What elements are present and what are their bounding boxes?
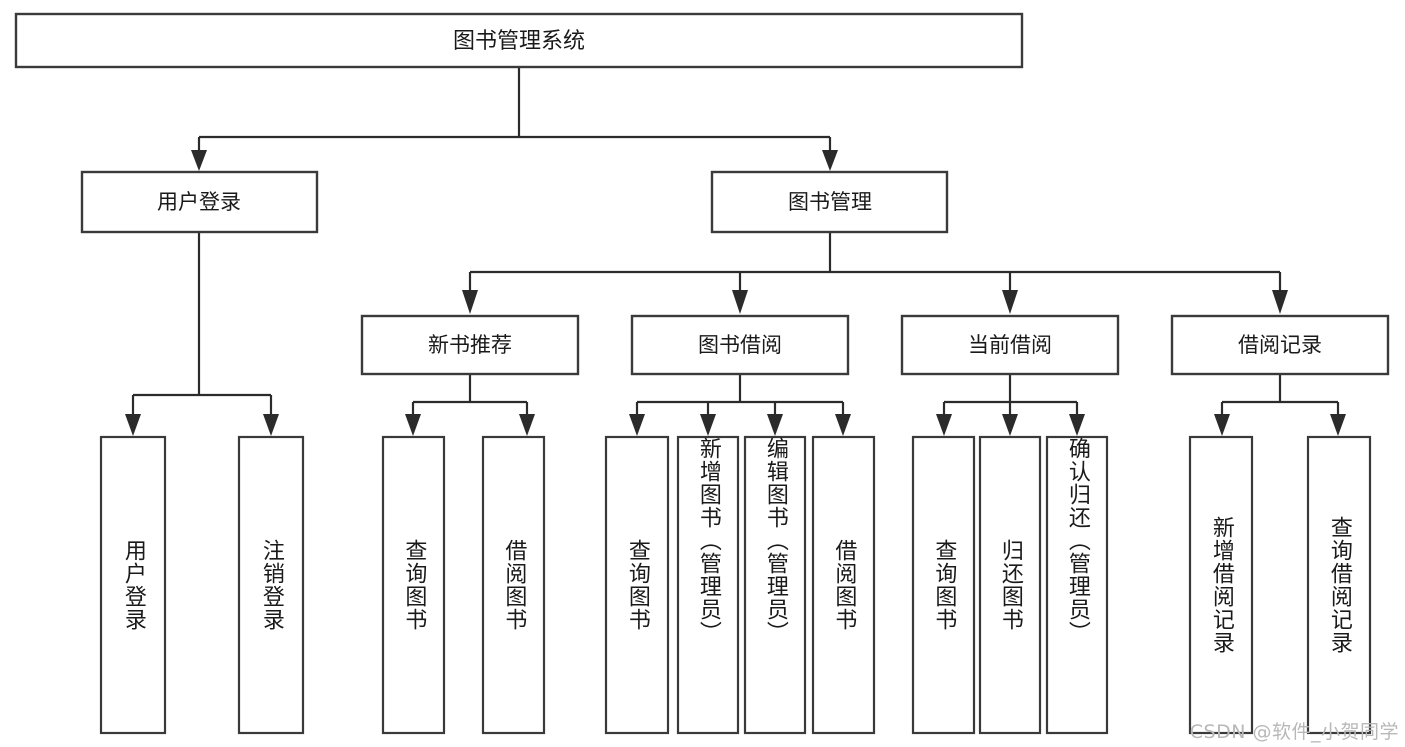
node-borrow-record[interactable]: 借阅记录: [1170, 314, 1390, 376]
connector-currentborrow-to-leaves: [936, 374, 1085, 436]
node-user-login-label: 用户登录: [157, 190, 241, 214]
node-book-manage[interactable]: 图书管理: [710, 170, 949, 234]
leaf-box-query-book-3[interactable]: [911, 435, 976, 735]
leaf-box-borrow-book-2[interactable]: [811, 435, 876, 735]
connector-bookborrow-to-leaves: [629, 374, 851, 436]
node-new-book-recommend[interactable]: 新书推荐: [360, 314, 580, 376]
node-current-borrow-label: 当前借阅: [968, 333, 1052, 357]
leaf-box-add-book[interactable]: [676, 435, 740, 735]
leaf-box-query-book-1[interactable]: [381, 435, 446, 735]
connector-bookmanage-to-level2: [462, 232, 1288, 314]
node-root[interactable]: 图书管理系统: [14, 12, 1024, 69]
connector-userlogin-to-leaves: [125, 232, 279, 436]
node-current-borrow[interactable]: 当前借阅: [900, 314, 1120, 376]
leaf-box-add-record[interactable]: [1188, 435, 1254, 735]
leaf-box-logout-login[interactable]: [237, 435, 305, 735]
node-book-borrow-label: 图书借阅: [698, 333, 782, 357]
leaf-box-return-book[interactable]: [978, 435, 1042, 735]
leaf-box-query-record[interactable]: [1306, 435, 1372, 735]
node-user-login[interactable]: 用户登录: [80, 170, 319, 234]
node-root-label: 图书管理系统: [453, 29, 585, 54]
node-borrow-record-label: 借阅记录: [1238, 333, 1322, 357]
leaf-box-borrow-book-1[interactable]: [481, 435, 546, 735]
node-book-borrow[interactable]: 图书借阅: [630, 314, 850, 376]
connector-borrowrecord-to-leaves: [1214, 374, 1346, 436]
leaf-box-user-login[interactable]: [99, 435, 167, 735]
leaf-box-confirm-return[interactable]: [1045, 435, 1109, 735]
leaf-box-query-book-2[interactable]: [604, 435, 670, 735]
leaf-box-edit-book[interactable]: [743, 435, 807, 735]
connector-newbook-to-leaves: [405, 374, 535, 436]
node-new-book-recommend-label: 新书推荐: [428, 333, 512, 357]
node-book-manage-label: 图书管理: [788, 190, 872, 214]
csdn-watermark: CSDN @软件_小贺同学: [1189, 721, 1399, 743]
connector-root-to-level1: [191, 67, 838, 171]
